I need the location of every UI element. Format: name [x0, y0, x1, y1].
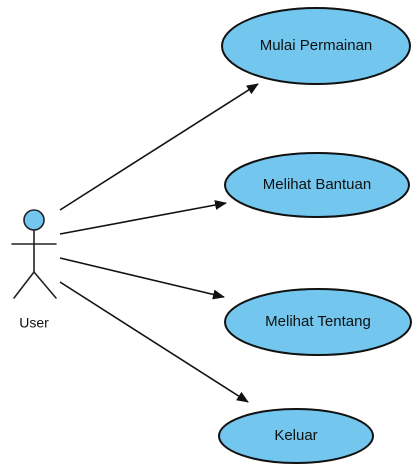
use-case-mulai-permainan[interactable]: Mulai Permainan — [221, 7, 411, 85]
use-case-ellipse — [224, 152, 410, 218]
association-arrow-melihat-bantuan — [59, 200, 227, 235]
use-case-melihat-tentang[interactable]: Melihat Tentang — [224, 288, 412, 356]
actor-user[interactable]: User — [11, 209, 57, 331]
use-case-label: Melihat Bantuan — [263, 176, 371, 193]
use-case-ellipse — [224, 288, 412, 356]
use-case-label: Mulai Permainan — [260, 37, 373, 54]
use-case-ellipse — [221, 7, 411, 85]
use-case-label: Keluar — [274, 427, 317, 444]
actor-right-leg — [33, 271, 57, 299]
use-case-melihat-bantuan[interactable]: Melihat Bantuan — [224, 152, 410, 218]
association-arrow-melihat-tentang — [59, 257, 225, 300]
use-case-label: Melihat Tentang — [265, 313, 371, 330]
use-case-keluar[interactable]: Keluar — [218, 408, 374, 464]
association-arrow-keluar — [59, 281, 249, 403]
use-case-ellipse — [218, 408, 374, 464]
actor-head — [23, 209, 45, 231]
actor-left-leg — [13, 271, 35, 299]
association-arrow-mulai-permainan — [59, 83, 259, 211]
actor-label: User — [19, 315, 49, 331]
